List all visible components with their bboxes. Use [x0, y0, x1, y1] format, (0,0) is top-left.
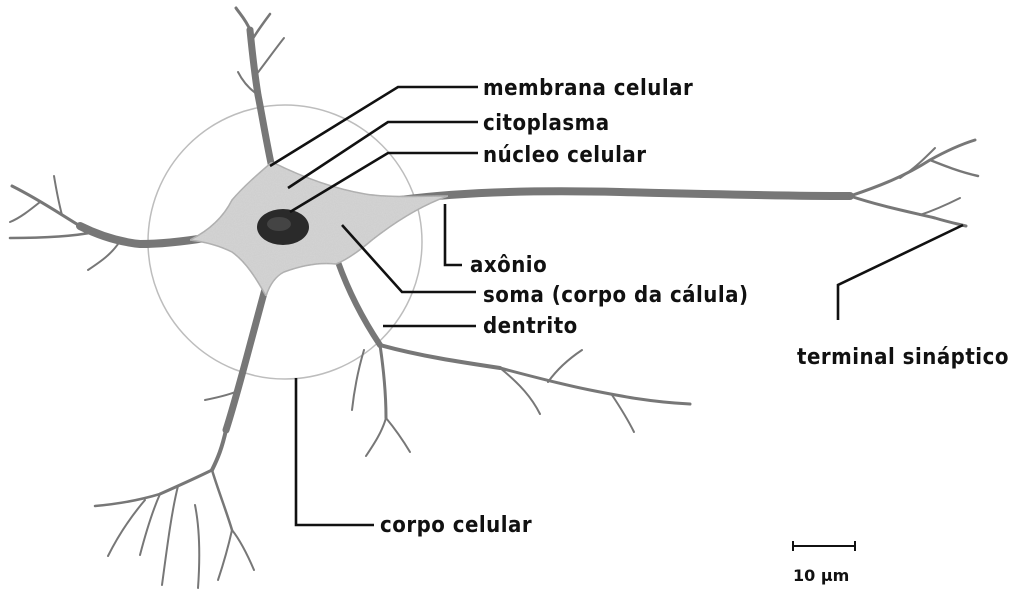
label-axonio: axônio — [470, 253, 547, 278]
leader-corpo — [296, 378, 374, 525]
nucleus-highlight — [267, 217, 291, 231]
label-corpo-celular: corpo celular — [380, 513, 532, 538]
leader-axonio — [445, 204, 462, 265]
label-terminal-sinaptico: terminal sináptico — [797, 345, 1009, 370]
label-soma: soma (corpo da cálula) — [483, 283, 749, 308]
label-citoplasma: citoplasma — [483, 111, 610, 136]
label-dentrito: dentrito — [483, 314, 578, 339]
soma — [190, 162, 448, 296]
scale-bar: 10 μm — [793, 541, 855, 585]
scale-bar-label: 10 μm — [793, 566, 849, 585]
label-nucleo-celular: núcleo celular — [483, 143, 647, 168]
label-membrana-celular: membrana celular — [483, 76, 693, 101]
leader-terminal — [838, 225, 963, 320]
